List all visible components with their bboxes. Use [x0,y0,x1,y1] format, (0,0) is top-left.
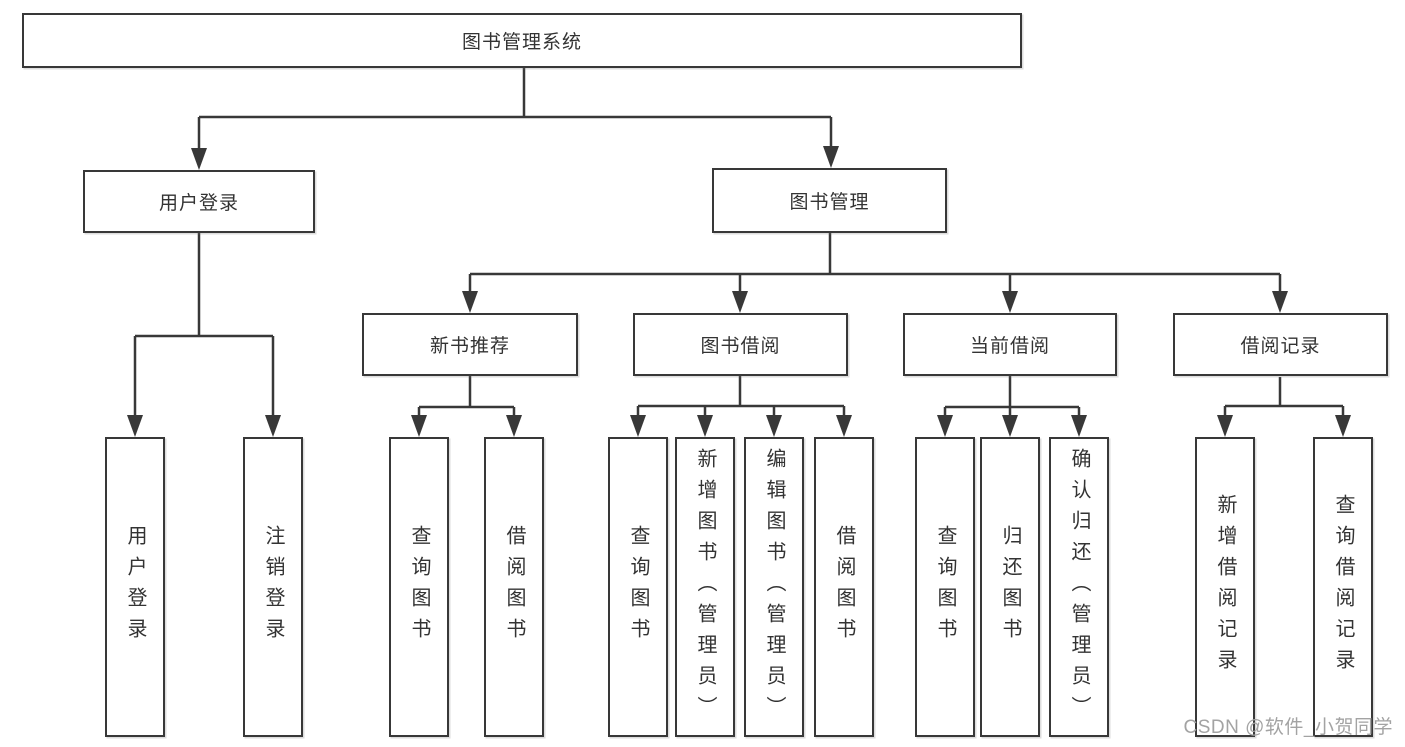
arrow-down-icon [265,415,281,437]
leaf-borrowing-borrow-books: 借阅图书 [814,437,874,737]
arrow-down-icon [1335,415,1351,437]
arrow-down-icon [506,415,522,437]
leaf-current-return-books: 归还图书 [980,437,1040,737]
arrow-down-icon [823,146,839,168]
leaf-label: 查询图书 [408,525,430,649]
node-book-management: 图书管理 [712,168,947,233]
node-user-login: 用户登录 [83,170,315,233]
leaf-label: 查询图书 [934,525,956,649]
node-label: 新书推荐 [429,336,510,357]
leaf-label: 注销登录 [262,525,284,649]
leaf-label: 新增图书（管理员） [694,447,716,727]
leaf-newbook-borrow-books: 借阅图书 [484,437,544,737]
arrow-down-icon [462,291,478,313]
connector-records-to-leaves [1223,377,1345,416]
leaf-newbook-query-books: 查询图书 [389,437,449,737]
arrow-down-icon [1002,415,1018,437]
node-book-borrowing: 图书借阅 [633,313,848,376]
leaf-label: 编辑图书（管理员） [763,447,785,727]
leaf-label: 借阅图书 [503,525,525,649]
node-label: 图书管理系统 [461,32,582,53]
node-current-borrowing: 当前借阅 [903,313,1117,376]
leaf-label: 新增借阅记录 [1214,494,1236,680]
leaf-label: 用户登录 [124,525,146,649]
leaf-current-confirm-return-admin: 确认归还（管理员） [1049,437,1109,737]
arrow-down-icon [1002,291,1018,313]
arrow-down-icon [937,415,953,437]
connector-current-to-leaves [943,376,1081,416]
arrow-down-icon [766,415,782,437]
connector-borrowing-to-leaves [636,376,846,416]
node-label: 借阅记录 [1240,336,1321,357]
leaf-records-add-record: 新增借阅记录 [1195,437,1255,737]
arrow-down-icon [1272,291,1288,313]
leaf-label: 归还图书 [999,525,1021,649]
arrow-down-icon [732,291,748,313]
arrow-down-icon [411,415,427,437]
leaf-label: 查询借阅记录 [1332,494,1354,680]
arrow-down-icon [630,415,646,437]
arrow-down-icon [836,415,852,437]
leaf-user-login: 用户登录 [105,437,165,737]
leaf-records-query-record: 查询借阅记录 [1313,437,1373,737]
arrow-down-icon [1217,415,1233,437]
connector-newbooks-to-leaves [417,376,516,416]
node-library-system: 图书管理系统 [22,13,1022,68]
arrow-down-icon [191,148,207,170]
leaf-label: 查询图书 [627,525,649,649]
leaf-label: 确认归还（管理员） [1068,447,1090,727]
node-label: 图书管理 [789,192,870,213]
leaf-label: 借阅图书 [833,525,855,649]
node-borrow-records: 借阅记录 [1173,313,1388,376]
arrow-down-icon [697,415,713,437]
connector-management-to-level3 [468,233,1282,292]
connector-root-to-level2 [197,68,833,149]
connector-login-to-leaves [133,233,275,416]
node-label: 当前借阅 [969,336,1050,357]
leaf-logout: 注销登录 [243,437,303,737]
arrow-down-icon [1071,415,1087,437]
leaf-borrowing-add-books-admin: 新增图书（管理员） [675,437,735,737]
node-label: 图书借阅 [700,336,781,357]
leaf-current-query-books: 查询图书 [915,437,975,737]
leaf-borrowing-query-books: 查询图书 [608,437,668,737]
arrow-down-icon [127,415,143,437]
node-new-book-recommend: 新书推荐 [362,313,578,376]
leaf-borrowing-edit-books-admin: 编辑图书（管理员） [744,437,804,737]
node-label: 用户登录 [158,193,239,214]
